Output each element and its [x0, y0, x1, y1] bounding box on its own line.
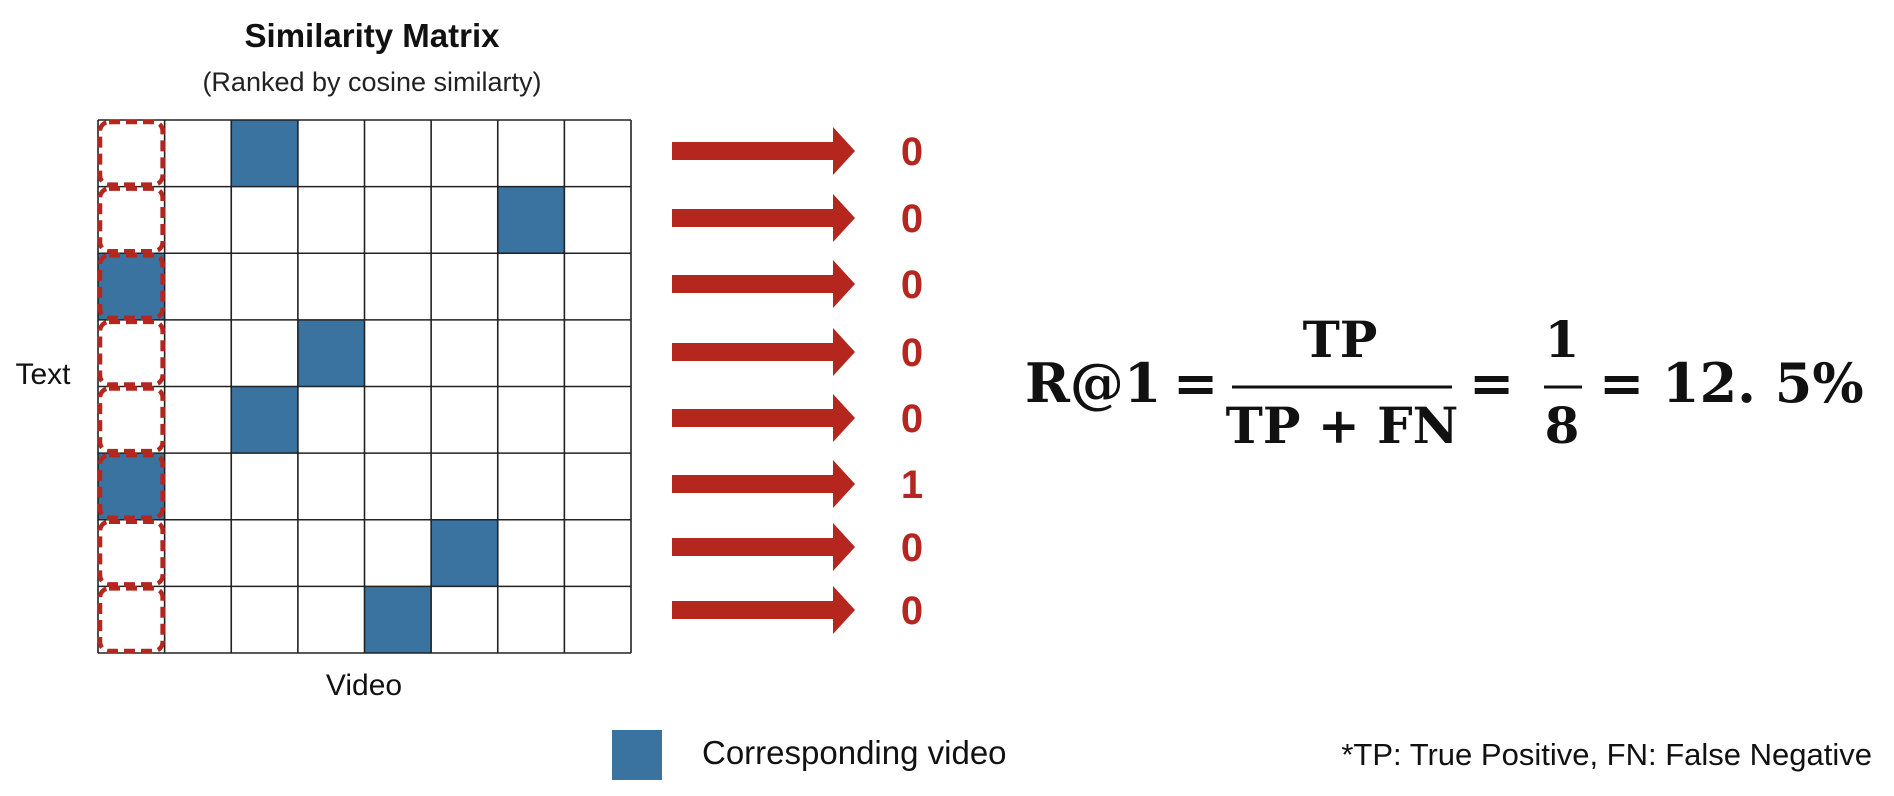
row-result-value: 1 [901, 463, 923, 507]
first-column-highlight-box [97, 253, 165, 321]
y-axis-label: Text [15, 358, 71, 391]
matrix-match-cell [364, 586, 432, 653]
row-result-value: 0 [901, 526, 923, 570]
first-column-highlight-box [97, 386, 165, 454]
first-column-highlight-box [97, 319, 165, 387]
legend-label: Corresponding video [702, 734, 1007, 771]
matrix-grid [97, 119, 632, 654]
row-results: 0 0 0 0 0 1 0 0 [901, 130, 923, 633]
legend-swatch [612, 730, 662, 780]
first-column-highlight-box [97, 452, 165, 520]
matrix-match-cell [231, 386, 298, 454]
first-column-highlight-box [97, 519, 165, 587]
result-arrow [672, 260, 855, 308]
recall-formula: R@1 = TP TP + FN = 1 8 = 12. 5% [1025, 310, 1864, 455]
row-result-value: 0 [901, 589, 923, 633]
first-column-highlights [97, 119, 165, 654]
x-axis-label: Video [326, 669, 402, 702]
fraction2-numerator: 1 [1545, 310, 1580, 369]
result-arrow [672, 523, 855, 571]
fraction1-numerator: TP [1303, 310, 1378, 369]
result-arrow [672, 328, 855, 376]
row-result-value: 0 [901, 197, 923, 241]
matrix-match-cell [297, 319, 365, 387]
matrix-match-cell [231, 120, 298, 187]
formula-result: 12. 5% [1662, 351, 1864, 415]
footnote: *TP: True Positive, FN: False Negative [1341, 737, 1872, 772]
matrix-cells [98, 120, 565, 653]
first-column-highlight-box [97, 119, 165, 187]
figure-title: Similarity Matrix [245, 17, 501, 54]
matrix-match-cell [497, 186, 565, 254]
row-result-value: 0 [901, 331, 923, 375]
row-result-value: 0 [901, 263, 923, 307]
matrix-match-cell [98, 453, 165, 520]
result-arrow [672, 460, 855, 508]
row-arrows [672, 127, 855, 634]
fraction2-denominator: 8 [1545, 396, 1580, 455]
result-arrow [672, 127, 855, 175]
row-result-value: 0 [901, 130, 923, 174]
formula-equals-2: = [1469, 351, 1514, 415]
result-arrow [672, 586, 855, 634]
formula-equals-1: = [1173, 351, 1218, 415]
result-arrow [672, 194, 855, 242]
fraction1-denominator: TP + FN [1226, 396, 1459, 455]
result-arrow [672, 394, 855, 442]
matrix-match-cell [431, 519, 498, 587]
row-result-value: 0 [901, 397, 923, 441]
figure-subtitle: (Ranked by cosine similarty) [202, 67, 541, 97]
first-column-highlight-box [97, 186, 165, 254]
formula-lhs: R@1 [1025, 351, 1161, 415]
formula-equals-3: = [1599, 351, 1644, 415]
matrix-match-cell [98, 253, 165, 320]
first-column-highlight-box [97, 586, 165, 654]
